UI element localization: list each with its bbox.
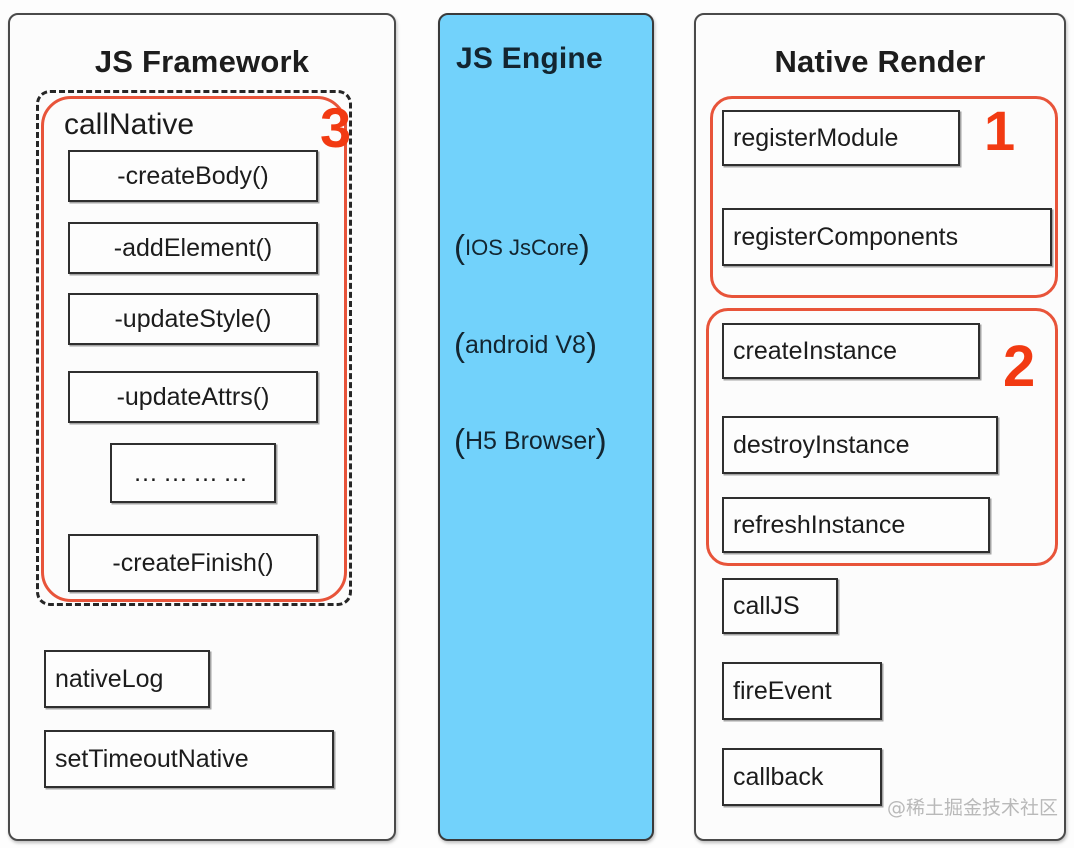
method-box-createbody[interactable]: -createBody() [68,150,318,202]
engine-option-android-v8: (android V8) [454,326,597,364]
panel-title-js-framework: JS Framework [94,44,310,79]
method-box-nativelog[interactable]: nativeLog [44,650,210,708]
engine-option-label: H5 Browser [465,427,596,455]
paren-open-icon: ( [454,422,465,459]
call-native-red-highlight [41,96,347,602]
method-box-updateattrs[interactable]: -updateAttrs() [68,371,318,423]
method-box-createfinish[interactable]: -createFinish() [68,534,318,592]
method-box-ellipsis: ………… [110,443,276,503]
paren-close-icon: ) [578,228,590,265]
native-group-2-highlight [706,308,1058,566]
paren-open-icon: ( [454,228,465,265]
panel-title-js-engine: JS Engine [456,42,603,75]
method-box-updatestyle[interactable]: -updateStyle() [68,293,318,345]
paren-close-icon: ) [585,326,597,363]
method-box-addelement[interactable]: -addElement() [68,222,318,274]
panel-js-engine: JS Engine [438,13,654,841]
native-box-refreshinstance[interactable]: refreshInstance [722,497,990,553]
step-marker-3: 3 [320,96,352,159]
call-native-dashed-border [36,90,352,606]
native-box-fireevent[interactable]: fireEvent [722,662,882,720]
call-native-group-label: callNative [64,108,195,141]
watermark: @稀土掘金技术社区 [886,797,1058,819]
step-marker-2: 2 [1003,334,1036,399]
paren-open-icon: ( [454,326,465,363]
native-group-1-highlight [710,96,1058,298]
method-box-settimeoutnative[interactable]: setTimeoutNative [44,730,334,788]
native-box-calljs[interactable]: callJS [722,578,838,634]
native-box-destroyinstance[interactable]: destroyInstance [722,416,998,474]
engine-option-label: android V8 [465,331,586,359]
step-marker-1: 1 [984,99,1016,162]
native-box-createinstance[interactable]: createInstance [722,323,980,379]
engine-option-h5-browser: (H5 Browser) [454,422,607,460]
panel-title-native-render: Native Render [774,44,986,79]
native-box-callback[interactable]: callback [722,748,882,806]
engine-option-ios-jscore: (IOS JsCore) [454,228,590,266]
paren-close-icon: ) [595,422,607,459]
native-box-registercomponents[interactable]: registerComponents [722,208,1052,266]
engine-option-label: IOS JsCore [465,235,579,260]
native-box-registermodule[interactable]: registerModule [722,110,960,166]
